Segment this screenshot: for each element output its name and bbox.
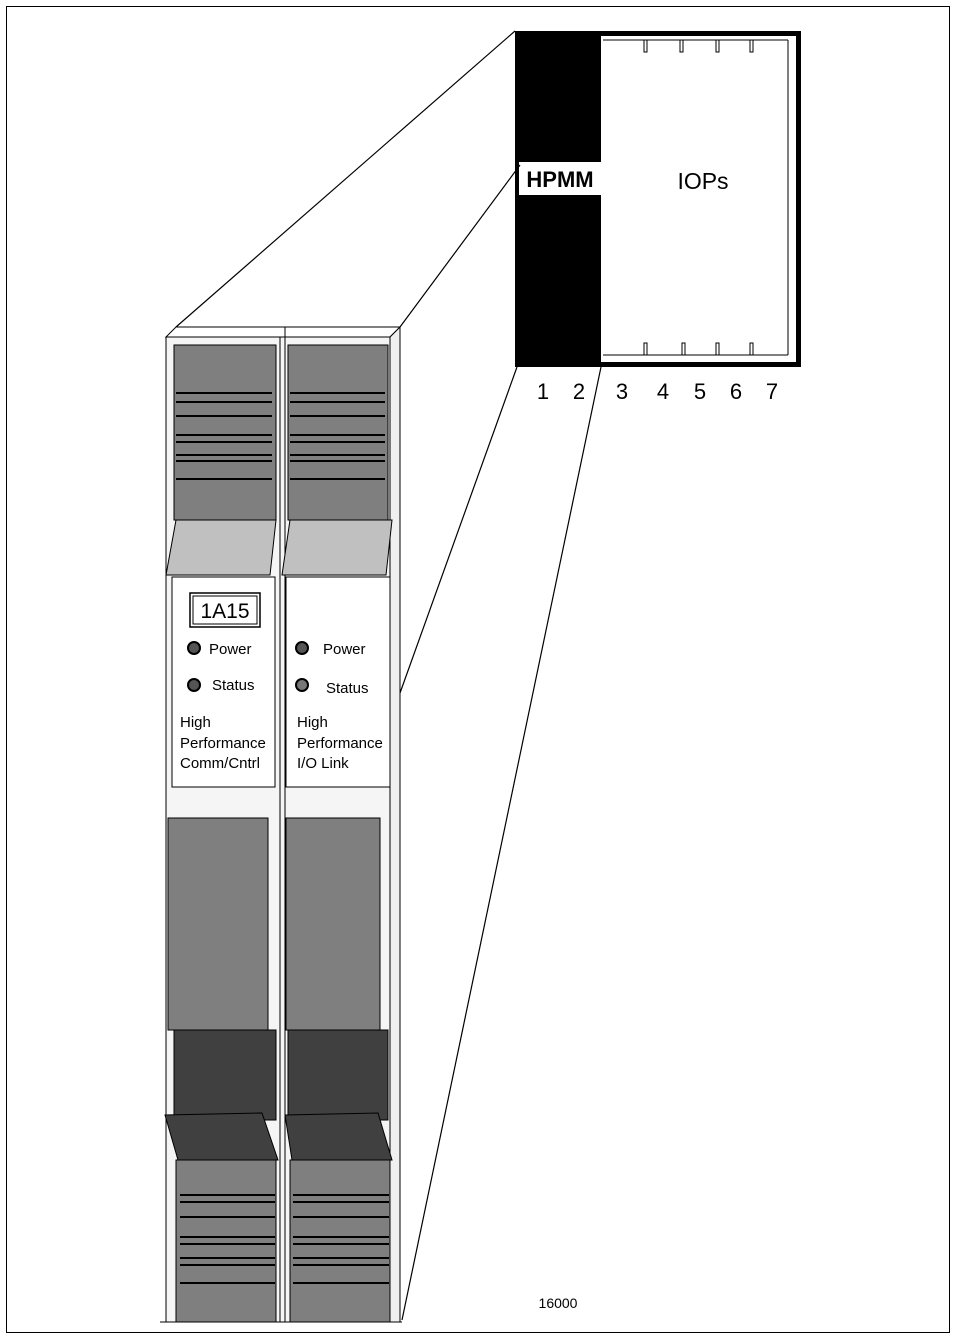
status-led	[295, 678, 309, 692]
rack-overview: HPMM IOPs 1 2 3 4 5 6 7	[515, 31, 801, 404]
power-led	[295, 641, 309, 655]
middle-panel	[167, 817, 269, 1031]
vent-slots	[293, 1194, 389, 1284]
power-label: Power	[323, 641, 366, 658]
top-connector-pins	[643, 39, 754, 53]
description-line: I/O Link	[297, 755, 349, 772]
slot-number: 2	[573, 379, 585, 404]
module-2: Power Status High Performance I/O Link	[281, 344, 393, 1323]
slot-number: 6	[730, 379, 742, 404]
slot-number: 4	[657, 379, 669, 404]
top-vent-panel	[287, 344, 389, 521]
bottom-connector-pins	[643, 342, 754, 356]
status-label: Status	[212, 677, 255, 694]
description-line: Comm/Cntrl	[180, 755, 260, 772]
middle-panel	[285, 817, 381, 1031]
status-led	[187, 678, 201, 692]
description-line: High	[180, 714, 211, 731]
module-1: 1A15 Power Status High Performance Comm/…	[164, 344, 279, 1323]
bottom-latch-tab	[164, 1112, 279, 1161]
module-id-label: 1A15	[200, 600, 249, 623]
dark-panel	[173, 1029, 277, 1121]
bottom-latch-tab	[284, 1112, 393, 1161]
bottom-vent-panel	[289, 1159, 391, 1323]
slot-number: 5	[694, 379, 706, 404]
figure-number: 16000	[539, 1295, 578, 1311]
top-latch-tab	[165, 519, 277, 576]
hpmm-label-band	[519, 162, 601, 195]
projection-lines	[175, 30, 602, 1321]
slot-numbers: 1 2 3 4 5 6 7	[537, 379, 778, 404]
top-latch-tab	[281, 519, 393, 576]
hpmm-label: HPMM	[526, 167, 593, 192]
description-line: Performance	[297, 735, 383, 752]
vent-slots	[180, 1194, 275, 1284]
top-vent-panel	[173, 344, 277, 521]
dark-panel	[287, 1029, 389, 1121]
slot-number: 7	[766, 379, 778, 404]
bottom-vent-panel	[175, 1159, 277, 1323]
module-id-box	[189, 592, 261, 628]
power-led	[187, 641, 201, 655]
iops-label: IOPs	[677, 168, 728, 194]
vent-slots	[176, 392, 272, 480]
power-label: Power	[209, 641, 252, 658]
description-line: High	[297, 714, 328, 731]
status-label: Status	[326, 680, 369, 697]
vent-slots	[290, 392, 385, 480]
description-line: Performance	[180, 735, 266, 752]
iop-slot-area	[601, 36, 796, 362]
slot-number: 1	[537, 379, 549, 404]
figure-border	[6, 6, 950, 1333]
slot-number: 3	[616, 379, 628, 404]
